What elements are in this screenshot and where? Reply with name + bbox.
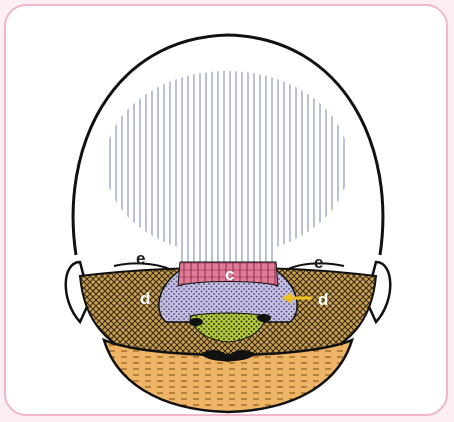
right-nostril	[257, 314, 271, 322]
left-nostril	[189, 318, 203, 326]
frontonasal-stem	[180, 230, 276, 264]
region-c	[177, 261, 279, 287]
label-e-right: e	[314, 253, 323, 272]
label-e-left: e	[136, 249, 145, 268]
cranium-hatched-region	[105, 71, 349, 255]
left-eye-line	[113, 262, 173, 271]
arrow-head	[282, 292, 292, 304]
right-eye-line	[285, 262, 345, 271]
mouth	[200, 350, 256, 362]
region-green	[189, 312, 267, 343]
label-c: c	[225, 265, 234, 284]
label-d-left: d	[140, 289, 150, 308]
label-d-right: d	[318, 290, 328, 309]
